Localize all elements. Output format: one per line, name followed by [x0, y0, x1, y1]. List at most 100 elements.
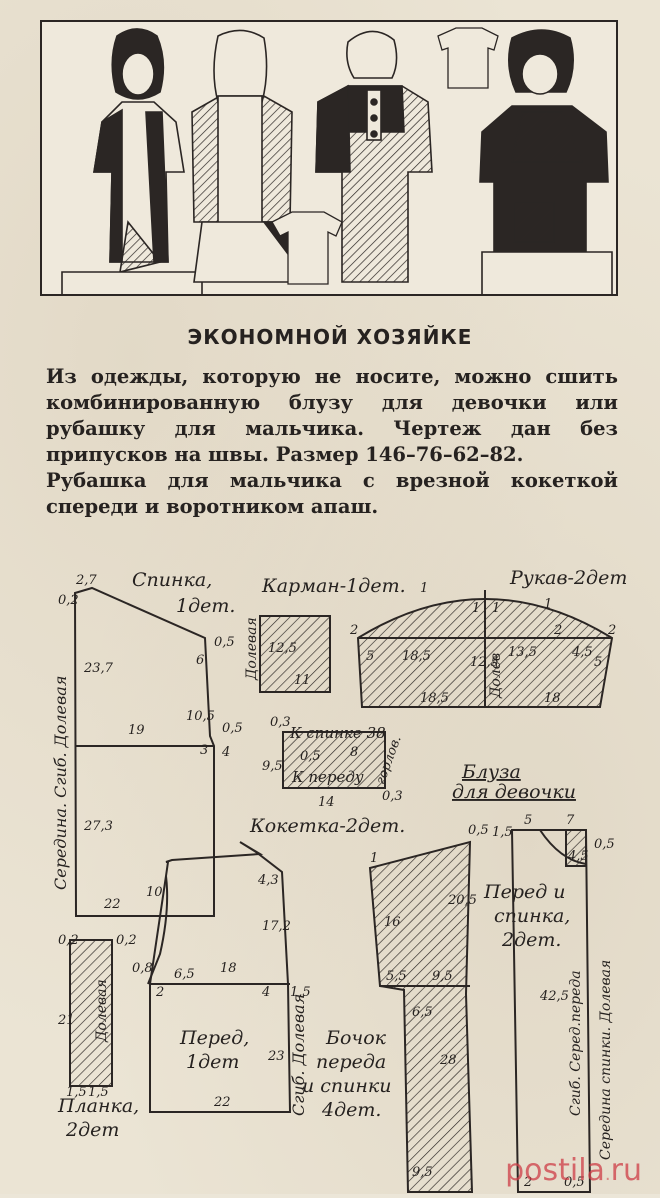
- dim: 4,5: [571, 645, 593, 660]
- dim: 12,5: [268, 641, 297, 656]
- dim: 18: [544, 691, 561, 706]
- dim: 18: [220, 961, 237, 976]
- dim: 1,5: [492, 825, 513, 840]
- dim: 10: [146, 885, 163, 900]
- dim: 9,5: [432, 969, 453, 984]
- dim: 2: [349, 623, 358, 638]
- dim: 0,5: [564, 1175, 585, 1190]
- dim: 13,5: [508, 645, 537, 660]
- dim: 1,5: [88, 1085, 109, 1100]
- pattern-drafts: Спинка, 1дет. Карман-1дет. Рукав-2дет К …: [0, 560, 660, 1194]
- back-fold-label: Середина. Сгиб. Долевая: [51, 676, 70, 890]
- dim: 18,5: [420, 691, 449, 706]
- dim: 0,8: [132, 961, 153, 976]
- illustration-drawing: [61, 27, 613, 294]
- dim: 5: [524, 813, 532, 828]
- article-headline: ЭКОНОМНОЙ ХОЗЯЙКЕ: [187, 325, 473, 349]
- dim: 1: [492, 601, 500, 616]
- front-dimensions: 4,3 17,2 6,5 18 0,8 2 4 1,5 23 22: [132, 873, 311, 1110]
- yoke-title: Кокетка-2дет.: [249, 815, 405, 837]
- dim: 22: [103, 897, 121, 912]
- small-shirt-sketch: [271, 211, 343, 285]
- article-body: Из одежды, которую не носите, можно сшит…: [46, 364, 618, 520]
- dim: 18,5: [402, 649, 431, 664]
- dim: 14: [318, 795, 335, 810]
- dim: 12,5: [470, 655, 499, 670]
- front-count: 1дет: [186, 1051, 239, 1073]
- side-title-3: и спинки: [302, 1075, 392, 1097]
- sleeve-dimensions: 2 1 1 1 1 2 2 5 18,5 12,5 13,5 4,5 5 18,…: [349, 581, 616, 706]
- sleeve-grain-label: Долев: [488, 653, 504, 699]
- back-dimensions: 2,7 0,2 23,7 0,5 6 19 10,5 0,5 3 4 27,3 …: [58, 573, 243, 912]
- dim: 0,3: [382, 789, 403, 804]
- placket-title: Планка,: [57, 1095, 139, 1117]
- dim: 5: [594, 655, 602, 670]
- dim: 8: [350, 745, 358, 760]
- front-fold-label: Сгиб. Долевая: [289, 994, 308, 1116]
- side-count: 4дет.: [321, 1099, 381, 1121]
- dim: 9,5: [412, 1165, 433, 1180]
- front-pattern-piece: [149, 841, 292, 1113]
- side-title-2: переда: [316, 1051, 386, 1073]
- blouse-title: Блуза: [461, 761, 521, 783]
- dim: 5: [366, 649, 374, 664]
- dim: 0,3: [270, 715, 291, 730]
- side-dimensions: 1 0,5 16 20,5 5,5 9,5 6,5 28 9,5: [370, 823, 489, 1180]
- dim: 4,3: [257, 873, 279, 888]
- girl-figure-3: [479, 29, 613, 294]
- dim: 20,5: [447, 893, 477, 908]
- yoke-dimensions: 0,3 0,5 8 9,5 14 0,3: [262, 715, 403, 810]
- watermark-logo: postila.ru: [505, 1153, 642, 1188]
- dim: 0,5: [594, 837, 615, 852]
- side-title-1: Бочок: [325, 1027, 387, 1049]
- blouse-piece-label-1: Перед и: [483, 881, 566, 903]
- yoke-to-back: К спинке 38: [289, 724, 386, 742]
- dim: 42,5: [539, 989, 569, 1004]
- dim: 0,5: [222, 721, 243, 736]
- placket-count: 2дет: [65, 1119, 119, 1141]
- dim: 0,2: [58, 933, 79, 948]
- watermark-text: postila: [505, 1153, 605, 1188]
- dim: 0,2: [58, 593, 79, 608]
- dim: 3: [200, 743, 208, 758]
- blouse-piece-count: 2дет.: [501, 929, 561, 951]
- paragraph-1: Из одежды, которую не носите, можно сшит…: [46, 365, 618, 466]
- sleeve-title: Рукав-2дет: [509, 567, 627, 589]
- dim: 1: [472, 601, 480, 616]
- blouse-pattern-piece: [510, 829, 592, 1193]
- blouse-piece-label-2: спинка,: [494, 905, 570, 927]
- dim: 2: [553, 623, 562, 638]
- dim: 19: [128, 723, 145, 738]
- back-title: Спинка,: [132, 569, 212, 591]
- boy-figure: [315, 30, 433, 283]
- dim: 17,2: [262, 919, 291, 934]
- dim: 4: [261, 985, 270, 1000]
- blouse-back-label: Середина спинки. Долевая: [598, 960, 614, 1160]
- blouse-subtitle: для девочки: [452, 781, 576, 803]
- pocket-pattern-piece: [259, 615, 331, 693]
- paragraph-2: Рубашка для мальчика с врезной кокеткой …: [46, 469, 618, 518]
- dim: 1: [544, 597, 552, 612]
- dim: 2,7: [75, 573, 97, 588]
- dim: 0,5: [214, 635, 235, 650]
- watermark-suffix: ru: [610, 1153, 642, 1188]
- blouse-dimensions: 1,5 5 7 4,5 0,5 42,5 2 0,5: [492, 813, 615, 1190]
- dim: 2: [523, 1175, 532, 1190]
- dim: 21: [57, 1013, 75, 1028]
- back-count: 1дет.: [176, 595, 235, 617]
- blouse-fold-label: Сгиб. Серед.переда: [568, 970, 584, 1116]
- dim: 1: [370, 851, 378, 866]
- placket-grain-label: Долевая: [94, 979, 110, 1043]
- dim: 4: [221, 745, 230, 760]
- yoke-to-front: К переду: [291, 768, 364, 786]
- dim: 6,5: [412, 1005, 433, 1020]
- placket-pattern-piece: [69, 939, 113, 1087]
- dim: 27,3: [83, 819, 113, 834]
- dim: 2: [155, 985, 164, 1000]
- yoke-pattern-piece: [282, 731, 386, 789]
- pattern-drawing: Спинка, 1дет. Карман-1дет. Рукав-2дет К …: [51, 567, 627, 1193]
- dim: 0,2: [116, 933, 137, 948]
- dim: 23: [267, 1049, 285, 1064]
- dim: 1: [420, 581, 428, 596]
- dim: 28: [439, 1053, 457, 1068]
